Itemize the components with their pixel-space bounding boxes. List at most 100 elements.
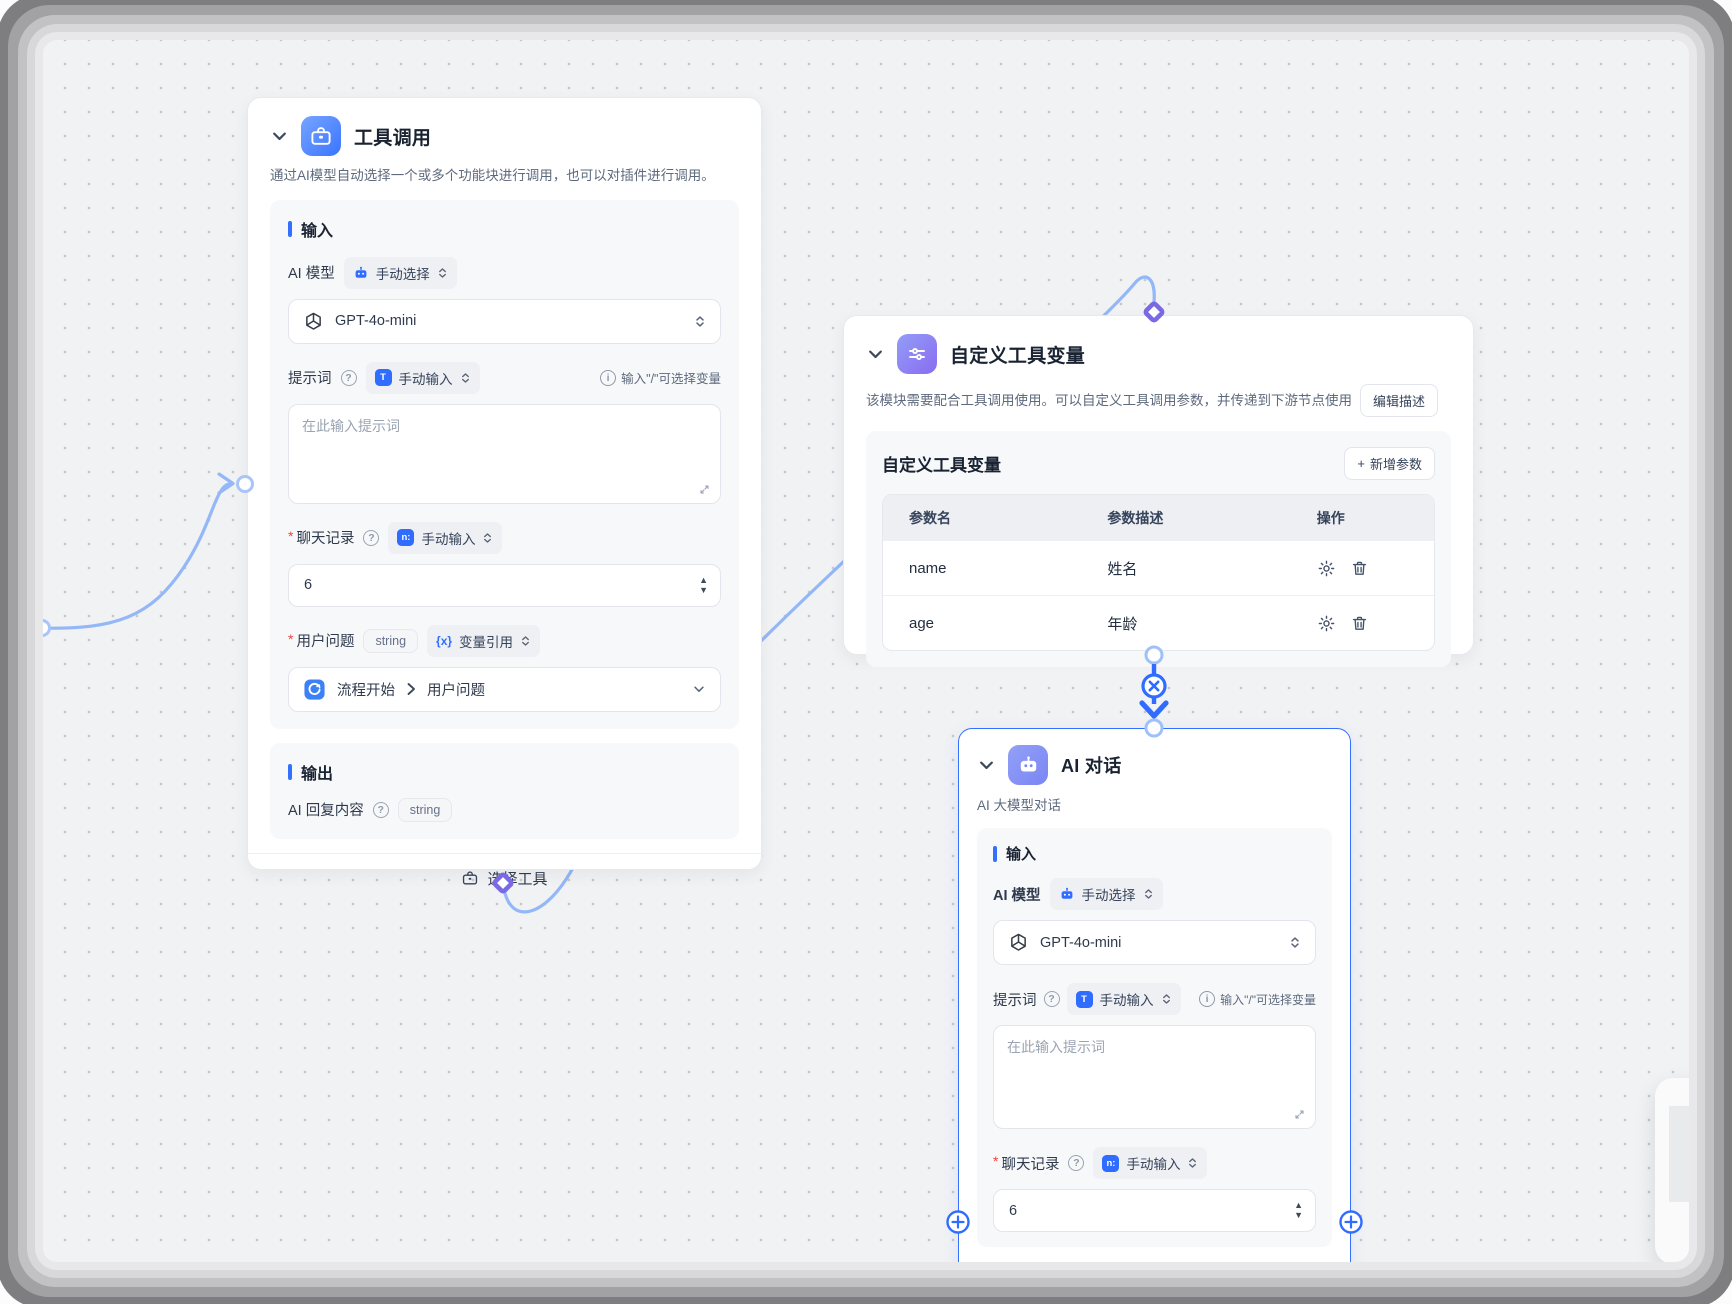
edit-description-button[interactable]: 编辑描述 — [1360, 384, 1439, 417]
model-select[interactable]: GPT-4o-mini — [288, 298, 721, 344]
connection-point[interactable] — [1144, 645, 1164, 665]
hint-text: 输入"/"可选择变量 — [621, 372, 721, 387]
minimap-panel[interactable] — [1655, 1078, 1689, 1262]
node-subtitle: AI 大模型对话 — [977, 798, 1062, 813]
ref-node-name: 流程开始 — [337, 682, 395, 699]
variable-reference-select[interactable]: 流程开始 用户问题 — [288, 666, 721, 712]
stepper-up-icon[interactable]: ▲ — [699, 574, 708, 585]
col-header-name: 参数名 — [909, 509, 951, 526]
collapse-chevron-icon[interactable] — [270, 127, 288, 145]
add-node-handle-right[interactable] — [1339, 1210, 1363, 1234]
prompt-textarea[interactable] — [994, 1026, 1315, 1128]
required-asterisk: * — [288, 527, 294, 544]
help-icon[interactable]: ? — [340, 369, 357, 386]
param-name: name — [909, 559, 947, 577]
required-asterisk: * — [288, 630, 294, 647]
gear-icon[interactable] — [1317, 614, 1336, 633]
collapse-chevron-icon[interactable] — [977, 756, 995, 774]
node-custom-vars[interactable]: 自定义工具变量 该模块需要配合工具调用使用。可以自定义工具调用参数，并传递到下游… — [843, 315, 1474, 667]
prompt-label: 提示词 — [288, 371, 332, 388]
node-ai-chat[interactable]: AI 对话 AI 大模型对话 输入 AI 模型 手动选择 GP — [958, 728, 1351, 1262]
trash-icon[interactable] — [1350, 559, 1369, 578]
chat-history-number-input[interactable]: 6 ▲ ▼ — [288, 563, 721, 607]
user-question-label: 用户问题 — [296, 634, 355, 651]
panel-title: 自定义工具变量 — [882, 456, 1001, 475]
trash-icon[interactable] — [1350, 614, 1369, 633]
connection-point[interactable] — [43, 619, 51, 637]
node-description: 通过AI模型自动选择一个或多个功能块进行调用，也可以对插件进行调用。 — [270, 168, 715, 183]
chevron-updown-icon — [522, 635, 529, 646]
node-description: 该模块需要配合工具调用使用。可以自定义工具调用参数，并传递到下游节点使用 — [866, 392, 1352, 408]
node-tool-call[interactable]: 工具调用 通过AI模型自动选择一个或多个功能块进行调用，也可以对插件进行调用。 … — [247, 97, 762, 888]
stepper-down-icon[interactable]: ▼ — [699, 584, 708, 595]
ai-model-mode-select[interactable]: 手动选择 — [1049, 878, 1163, 910]
robot-icon — [1061, 887, 1072, 899]
help-icon[interactable]: ? — [1043, 991, 1060, 1007]
help-icon[interactable]: ? — [1068, 1155, 1085, 1171]
param-name: age — [909, 614, 935, 632]
type-badge: string — [397, 797, 453, 822]
prompt-mode-select[interactable]: T 手动输入 — [365, 361, 480, 394]
badge-label: 变量引用 — [459, 634, 514, 650]
badge-label: 手动输入 — [1126, 1157, 1181, 1172]
ai-model-label: AI 模型 — [288, 266, 335, 283]
disconnect-icon[interactable] — [1141, 673, 1167, 699]
prompt-textarea-wrap — [993, 1025, 1316, 1129]
input-section: 输入 AI 模型 手动选择 GPT-4o-mini 提示词 — [977, 828, 1332, 1247]
chat-history-mode-select[interactable]: n: 手动输入 — [388, 521, 503, 554]
number-value: 6 — [304, 577, 313, 594]
add-node-handle-left[interactable] — [946, 1210, 970, 1234]
connection-point[interactable] — [236, 475, 254, 493]
help-icon[interactable]: ? — [363, 529, 380, 546]
briefcase-node-icon — [301, 116, 341, 156]
stepper-up-icon[interactable]: ▲ — [1294, 1200, 1303, 1210]
plus-icon: + — [1357, 456, 1365, 471]
chat-history-mode-select[interactable]: n: 手动输入 — [1093, 1147, 1208, 1179]
hint-text: 输入"/"可选择变量 — [1220, 992, 1316, 1007]
node-title: 自定义工具变量 — [950, 345, 1086, 367]
section-title: 输入 — [301, 222, 334, 240]
gear-icon[interactable] — [1317, 559, 1336, 578]
breadcrumb-separator-icon — [407, 683, 415, 696]
expand-icon[interactable] — [697, 482, 712, 497]
expand-icon[interactable] — [1292, 1107, 1307, 1122]
question-glyph: ? — [377, 803, 384, 816]
sliders-node-icon — [897, 334, 937, 374]
text-input-icon: T — [1075, 990, 1093, 1008]
col-header-ops: 操作 — [1316, 509, 1345, 526]
prompt-mode-select[interactable]: T 手动输入 — [1066, 983, 1181, 1015]
badge-label: 手动选择 — [375, 266, 430, 282]
model-value: GPT-4o-mini — [335, 313, 417, 330]
flow-start-icon — [304, 679, 325, 700]
chevron-updown-icon — [484, 532, 492, 543]
connector-arrow-icon — [1139, 700, 1169, 719]
edge-arrowhead-icon — [217, 472, 235, 495]
ai-model-mode-select[interactable]: 手动选择 — [343, 256, 457, 289]
prompt-textarea[interactable] — [289, 404, 720, 503]
info-icon: i — [600, 369, 617, 386]
input-section: 输入 AI 模型 手动选择 GPT-4o-mini 提示词 — [270, 199, 739, 729]
connection-point[interactable] — [1144, 718, 1164, 738]
chevron-updown-icon — [696, 315, 704, 327]
stepper-down-icon[interactable]: ▼ — [1294, 1210, 1303, 1220]
node-title: 工具调用 — [354, 127, 432, 149]
chat-history-number-input[interactable]: 6 ▲ ▼ — [993, 1189, 1316, 1232]
badge-label: 手动输入 — [1099, 993, 1154, 1008]
section-title: 输出 — [301, 765, 334, 783]
question-glyph: ? — [1048, 993, 1055, 1005]
table-row: age 年龄 — [883, 595, 1434, 650]
user-question-mode-select[interactable]: {x} 变量引用 — [427, 624, 541, 657]
model-select[interactable]: GPT-4o-mini — [993, 920, 1316, 965]
chevron-updown-icon — [1291, 937, 1299, 948]
type-badge: string — [363, 628, 419, 653]
params-table: 参数名 参数描述 操作 name 姓名 age 年龄 — [882, 494, 1435, 651]
param-desc: 年龄 — [1107, 615, 1138, 633]
add-param-button[interactable]: + 新增参数 — [1344, 447, 1435, 480]
collapse-chevron-icon[interactable] — [866, 345, 884, 363]
prompt-label: 提示词 — [993, 992, 1037, 1009]
help-icon[interactable]: ? — [372, 801, 389, 818]
workflow-canvas[interactable]: 工具调用 通过AI模型自动选择一个或多个功能块进行调用，也可以对插件进行调用。 … — [43, 40, 1689, 1262]
node-title: AI 对话 — [1061, 756, 1122, 776]
variable-ref-icon: {x} — [436, 633, 453, 648]
